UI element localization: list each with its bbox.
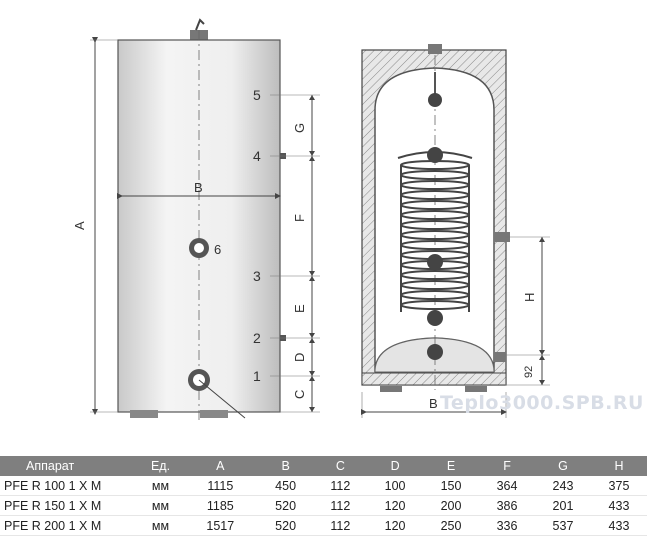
inner-vessel (374, 67, 495, 373)
table-cell: 433 (590, 515, 647, 536)
table-cell: мм (138, 476, 183, 496)
dim-C-label: C (292, 390, 307, 399)
section-view: H 92 B (361, 44, 550, 418)
watermark-text: Teplo3000.SPB.RU (440, 392, 644, 414)
table-cell: мм (138, 515, 183, 536)
connection-1-label: 1 (253, 368, 261, 384)
dim-E-label: E (292, 304, 307, 313)
table-header-row: Аппарат Ед. A B C D E F G H (0, 456, 647, 476)
dim-G-label: G (292, 123, 307, 133)
tank-foot (200, 410, 228, 418)
dim-92-label: 92 (523, 366, 535, 378)
coil-bottom-fitting (427, 310, 443, 326)
table-cell: 200 (423, 495, 480, 516)
header-cell: D (367, 456, 424, 476)
table-cell: PFE R 200 1 X M (0, 515, 138, 536)
table-cell: 250 (423, 515, 480, 536)
connection-5-label: 5 (253, 87, 261, 103)
header-cell: B (257, 456, 314, 476)
dim-F-label: F (292, 214, 307, 222)
table-cell: 364 (479, 476, 535, 496)
table-cell: 112 (313, 476, 368, 496)
header-cell: Ед. (138, 456, 183, 476)
table-cell: 537 (535, 515, 591, 536)
connection-3-label: 3 (253, 268, 261, 284)
table-cell: 112 (313, 495, 368, 516)
table-row: PFE R 100 1 X M мм 1115 450 112 100 150 … (0, 476, 647, 496)
table-cell: 112 (313, 515, 368, 536)
header-cell: Аппарат (0, 456, 138, 476)
connection-2-label: 2 (253, 330, 261, 346)
drain-fitting (427, 344, 443, 360)
table-cell: 433 (590, 495, 647, 516)
table-cell: 386 (479, 495, 535, 516)
table-cell: 450 (257, 476, 314, 496)
table-cell: 336 (479, 515, 535, 536)
connection-6-label: 6 (214, 242, 221, 257)
spec-table: Аппарат Ед. A B C D E F G H PFE R 100 1 … (0, 456, 647, 536)
table-cell: мм (138, 495, 183, 516)
coil-mid-fitting (427, 254, 443, 270)
front-view: A B 6 G F (72, 18, 320, 420)
connection-4-label: 4 (253, 148, 261, 164)
dim-B-section-label: B (429, 396, 438, 411)
table-cell: 150 (423, 476, 480, 496)
dim-D-label: D (292, 353, 307, 362)
table-cell: 375 (590, 476, 647, 496)
table-cell: 201 (535, 495, 591, 516)
dim-H-label: H (522, 293, 537, 302)
table-row: PFE R 200 1 X M мм 1517 520 112 120 250 … (0, 515, 647, 536)
dim-A-label: A (72, 221, 87, 230)
header-cell: G (535, 456, 591, 476)
table-cell: 120 (367, 515, 424, 536)
table-cell: 1517 (183, 515, 258, 536)
header-cell: F (479, 456, 535, 476)
tank-foot (130, 410, 158, 418)
technical-drawing: A B 6 G F (72, 18, 550, 420)
table-cell: 243 (535, 476, 591, 496)
header-cell: A (183, 456, 258, 476)
table-cell: PFE R 150 1 X M (0, 495, 138, 516)
table-cell: 520 (257, 495, 314, 516)
table-cell: 1185 (183, 495, 258, 516)
dim-B-label: B (194, 180, 203, 195)
table-row: PFE R 150 1 X M мм 1185 520 112 120 200 … (0, 495, 647, 516)
table-cell: 520 (257, 515, 314, 536)
table-cell: 1115 (183, 476, 258, 496)
table-cell: PFE R 100 1 X M (0, 476, 138, 496)
table-cell: 100 (367, 476, 424, 496)
header-cell: C (313, 456, 368, 476)
header-cell: H (590, 456, 647, 476)
coil-top-fitting (427, 147, 443, 163)
header-cell: E (423, 456, 480, 476)
table-cell: 120 (367, 495, 424, 516)
heating-coil (397, 151, 473, 312)
